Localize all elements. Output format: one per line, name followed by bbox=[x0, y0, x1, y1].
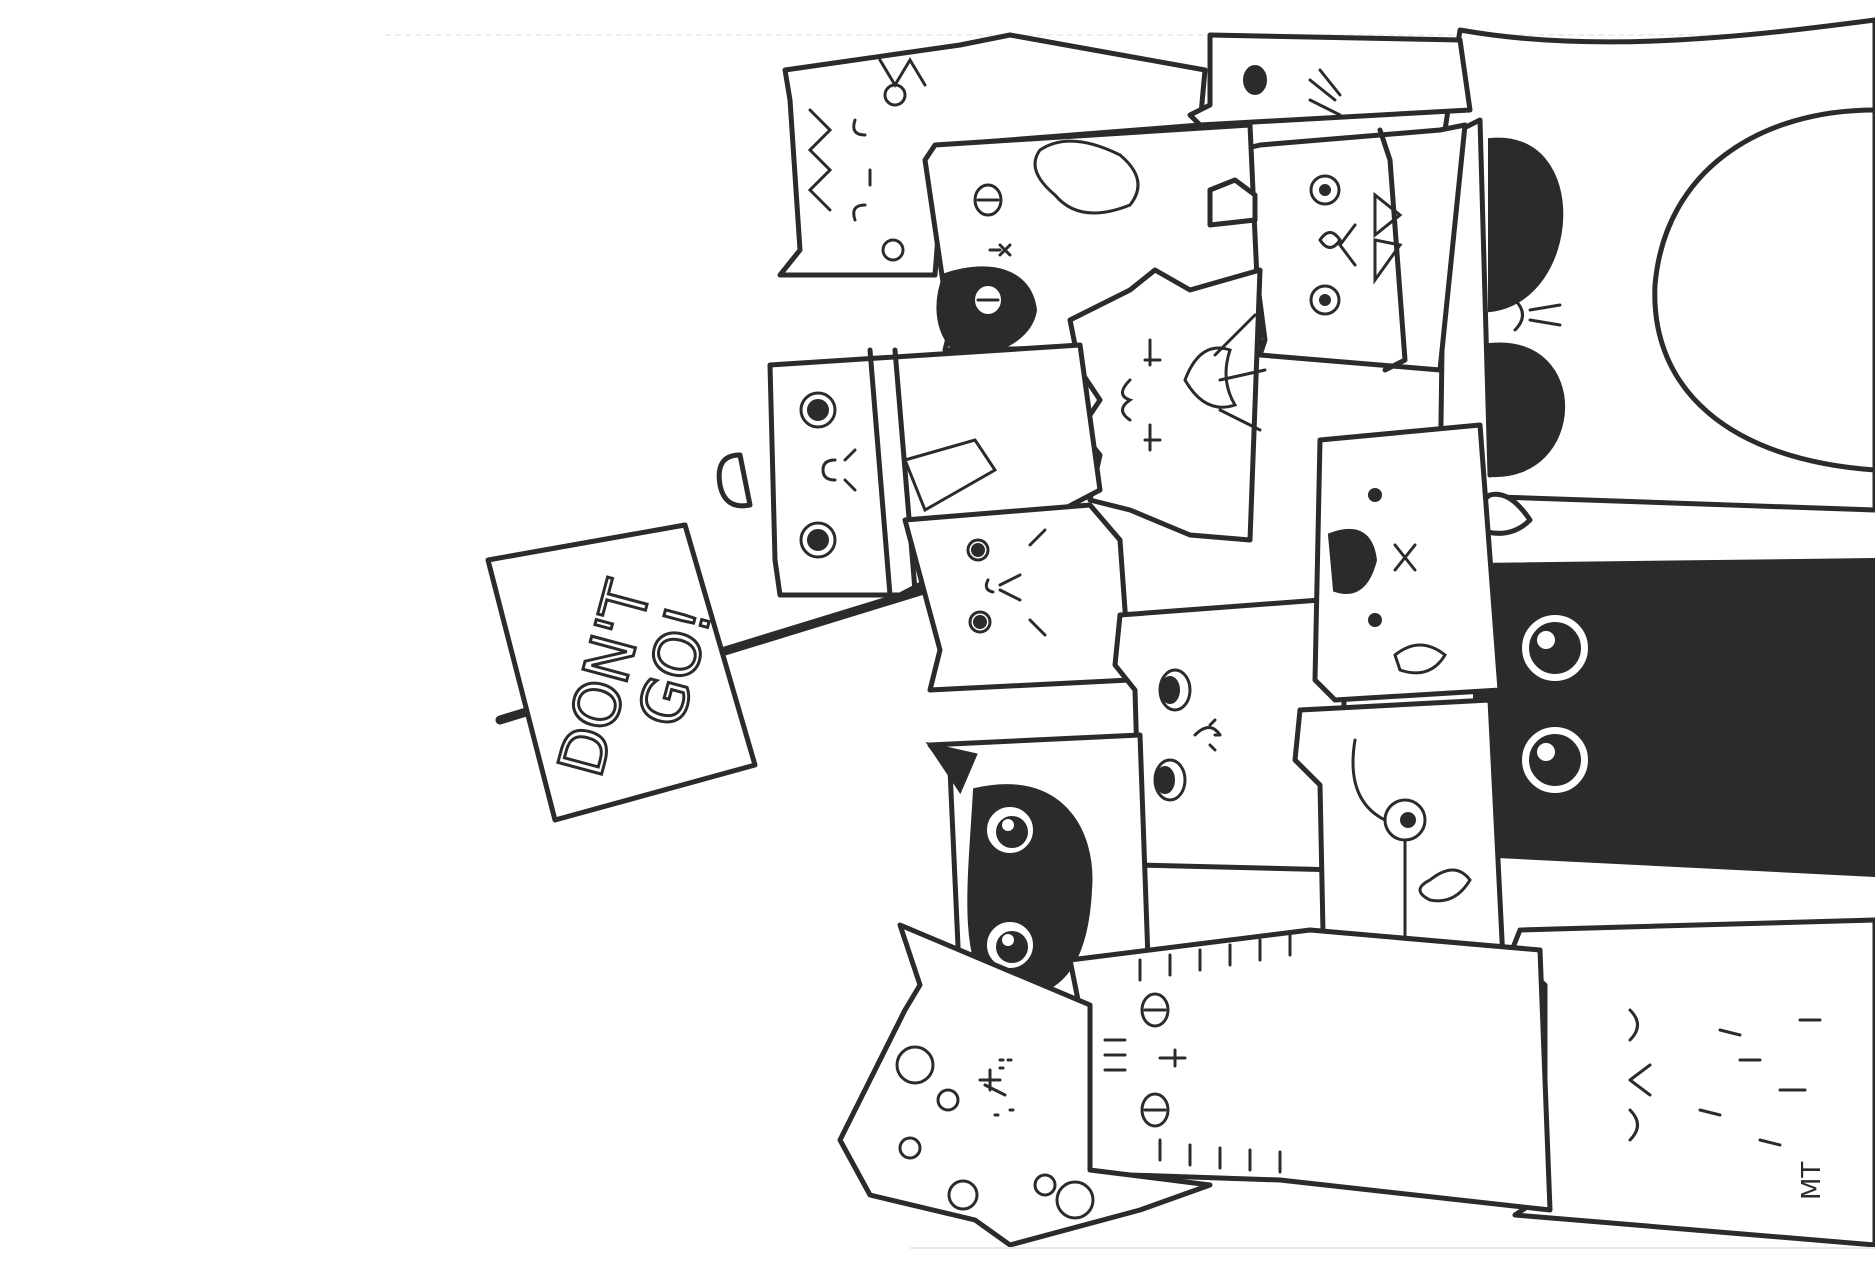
spotted-nose-cat bbox=[1112, 422, 1503, 873]
small-sign-holder-cat bbox=[902, 502, 1133, 693]
artist-signature: MT bbox=[1797, 1162, 1827, 1200]
messy-fur-cat bbox=[1067, 267, 1267, 543]
protest-sign: DON'T GO! bbox=[485, 522, 945, 823]
bottom-guide-line bbox=[910, 1247, 1875, 1249]
top-guide-line bbox=[385, 34, 1875, 36]
black-cat bbox=[1441, 557, 1875, 878]
bubble-cat bbox=[837, 922, 1213, 1248]
ruler-cat bbox=[1062, 927, 1553, 1213]
raccoon-cat bbox=[925, 732, 1153, 1023]
big-white-cat bbox=[1437, 17, 1875, 536]
bowtie-cat bbox=[1237, 122, 1468, 373]
whisker-cat bbox=[1187, 32, 1473, 128]
fluffy-cat: MT bbox=[1507, 917, 1875, 1248]
